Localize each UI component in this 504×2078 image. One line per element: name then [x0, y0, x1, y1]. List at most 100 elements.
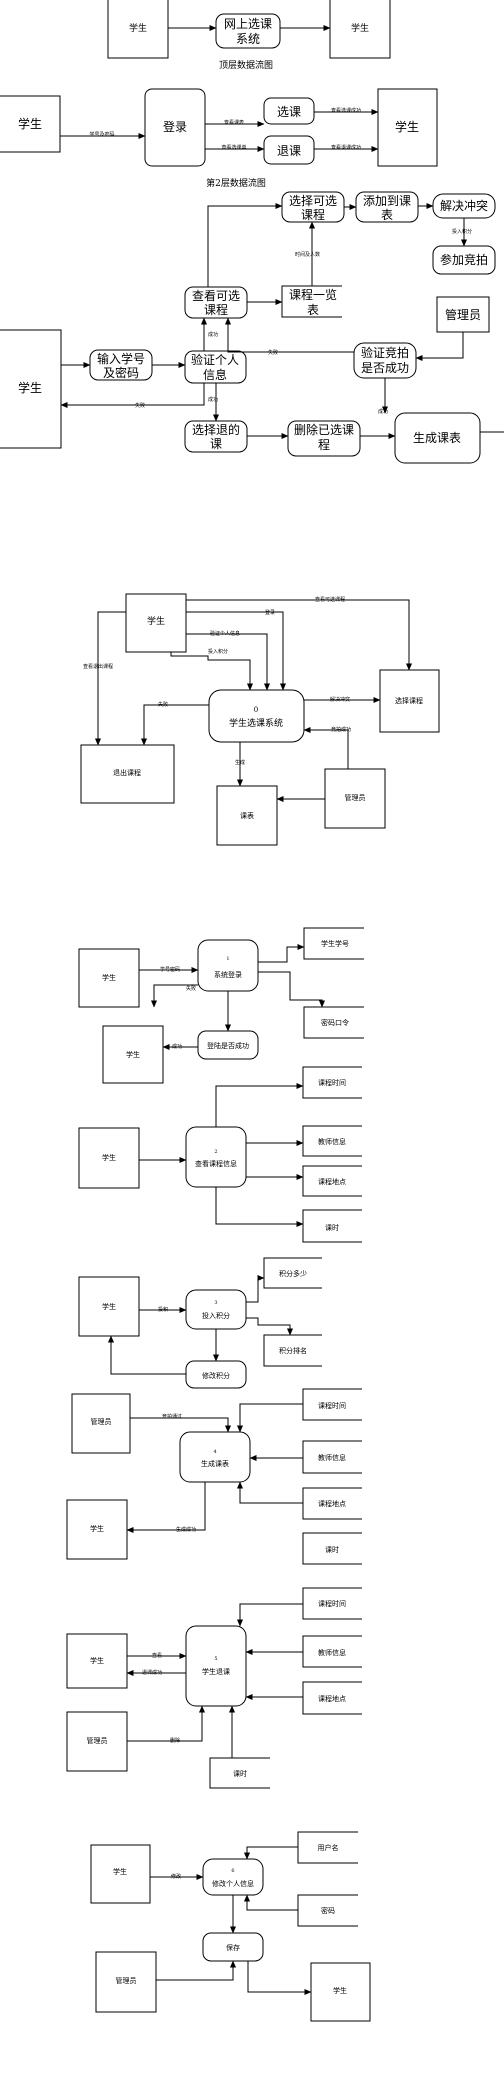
p4-store-teacher-label: 教师信息 [318, 1453, 346, 1462]
level1-student-box [0, 95, 61, 153]
level2-add-line2: 表 [381, 208, 393, 222]
p6-label: 修改个人信息 [212, 1879, 254, 1888]
p3-flow-points [246, 1274, 265, 1303]
p2-store-teacher-label: 教师信息 [318, 1137, 346, 1146]
p2-store-hours-label: 课时 [325, 1223, 339, 1232]
context-flow-bid-success [303, 726, 349, 769]
level1-login: 登录 [163, 119, 187, 134]
level2-choose-line2: 课程 [301, 207, 325, 222]
level2-choose-drop-line2: 课 [210, 437, 222, 451]
level2-flow-verify-fail [60, 383, 205, 409]
context-center-process [208, 689, 305, 743]
p4-flow-time [236, 1403, 303, 1433]
p6-flow-out [247, 1961, 312, 1996]
level2-flow-points: 投入积分 [452, 228, 472, 235]
level1-login-process [144, 88, 206, 167]
context-flow-bid-success-label: 竞拍成功 [331, 726, 351, 733]
p1-flow-id-label: 学号密码 [160, 966, 180, 973]
p3-num: 3 [214, 1300, 217, 1306]
level1-drop: 退课 [277, 144, 301, 158]
p2-diagram: 学生 2 查看课程信息 课程时间 教师信息 课程地点 课时 [78, 1066, 362, 1243]
level0-title: 顶层数据流图 [219, 59, 273, 71]
level1-flow-view-courses-label: 查看课表 [224, 119, 244, 126]
p4-flow-place [236, 1481, 303, 1504]
context-flow-fail [140, 704, 209, 746]
level2-flow-fail-2: 失败 [135, 402, 145, 409]
p4-diagram: 管理员 4 生成课表 学生 课程时间 教师信息 课程地点 课时 竞拍通过 生成成… [66, 1388, 362, 1565]
level2-flow-admin-verifybid [415, 332, 464, 362]
p2-num: 2 [214, 1149, 217, 1155]
level2-flow-success-2: 成功 [208, 396, 218, 403]
p4-store-teacher [302, 1440, 362, 1474]
p6-store-pwd-label: 密码 [321, 1906, 335, 1915]
p2-store-time-label: 课程时间 [318, 1078, 346, 1087]
level1-select: 选课 [277, 105, 301, 119]
p1-flow-fail-label: 失败 [186, 985, 196, 992]
p3-store-points [263, 1257, 322, 1289]
level1-student-right-box [377, 88, 438, 167]
level2-verify-line1: 验证个人 [191, 352, 239, 367]
level2-add-line1: 添加到课 [363, 194, 411, 208]
level2-flow-view-choose [207, 202, 283, 287]
p1-store-id-label: 学生学号 [321, 939, 349, 948]
level2-bid: 参加竞拍 [440, 252, 488, 267]
p2-flow-hours [215, 1187, 304, 1228]
p6-student-box [90, 1844, 151, 1904]
p6-save: 保存 [226, 1943, 240, 1952]
context-flow-login-label: 登录 [265, 609, 275, 616]
level2-choose-drop-line1: 选择退的 [192, 422, 240, 437]
p6-student2: 学生 [333, 1986, 347, 1995]
context-flow-view-selectable-label: 查看可选课程 [315, 596, 345, 603]
p1-student2: 学生 [126, 1050, 140, 1059]
level2-verify-bid-line2: 是否成功 [361, 361, 409, 375]
level0-student-left: 学生 [129, 22, 147, 34]
p4-flow-bid [130, 1417, 232, 1433]
p1-diagram: 学生 1 系统登录 学生学号 密码口令 登陆是否成功 学生 学号密码 失败 成功 [78, 927, 364, 1084]
p4-admin: 管理员 [91, 1417, 112, 1426]
context-select: 选择课程 [395, 696, 423, 705]
p5-flow-view-label: 查看 [152, 1652, 162, 1659]
p5-admin: 管理员 [87, 1736, 108, 1745]
level2-input-line2: 及密码 [103, 365, 139, 380]
p2-store-place [302, 1165, 362, 1197]
p6-num: 6 [231, 1868, 234, 1874]
context-flow-view-drop-label: 查看退出课程 [83, 663, 113, 670]
level2-resolve: 解决冲突 [440, 198, 488, 213]
p5-store-place [302, 1681, 362, 1715]
p5-student: 学生 [90, 1656, 104, 1665]
p5-store-place-label: 课程地点 [318, 1694, 346, 1703]
p4-flow-gen-ok [126, 1482, 206, 1534]
p5-flow-drop-ok-label: 退课成功 [142, 1669, 162, 1676]
level2-view-line2: 课程 [204, 302, 228, 317]
context-drop-box [80, 744, 175, 804]
p3-process [185, 1289, 247, 1330]
p4-store-hours-label: 课时 [325, 1545, 339, 1554]
level2-generate: 生成课表 [413, 431, 461, 445]
p1-student: 学生 [102, 973, 116, 982]
context-flow-generate-label: 生成 [235, 759, 245, 766]
level2-student: 学生 [18, 380, 42, 395]
context-courses: 课表 [240, 811, 254, 820]
p6-flow-admin [156, 1960, 237, 1981]
p5-diagram: 学生 5 学生退课 管理员 课程时间 教师信息 课程地点 课时 查看 退课成功 … [66, 1587, 362, 1789]
p4-flow-bid-label: 竞拍通过 [162, 1413, 182, 1420]
level2-student-box [0, 329, 62, 449]
level2-diagram: 学生 输入学号 及密码 验证个人 信息 查看可选 课程 课程一览 表 选择可选 … [0, 191, 504, 464]
level1-flow-drop-ok-label: 查看退课成功 [331, 144, 361, 151]
p1-label: 系统登录 [214, 970, 242, 979]
p5-student-box [66, 1633, 128, 1689]
context-student-box [125, 593, 187, 653]
p1-check: 登陆是否成功 [207, 1041, 249, 1050]
p2-process [185, 1126, 247, 1188]
p3-flow-back [107, 1335, 186, 1375]
context-flow-verify-label: 验证个人信息 [210, 630, 240, 637]
level2-catalog-line2: 表 [307, 303, 319, 317]
level1-flow-id-label: 学号及密码 [89, 131, 114, 138]
context-flow-fail-label: 失败 [158, 701, 168, 708]
p5-process [185, 1625, 247, 1707]
p6-flow-modify-label: 修改 [171, 1873, 181, 1880]
level2-verify-line2: 信息 [203, 367, 227, 382]
p5-flow-delete-label: 删除 [170, 1737, 180, 1744]
p2-student: 学生 [102, 1153, 116, 1162]
level0-student-right: 学生 [351, 22, 369, 34]
